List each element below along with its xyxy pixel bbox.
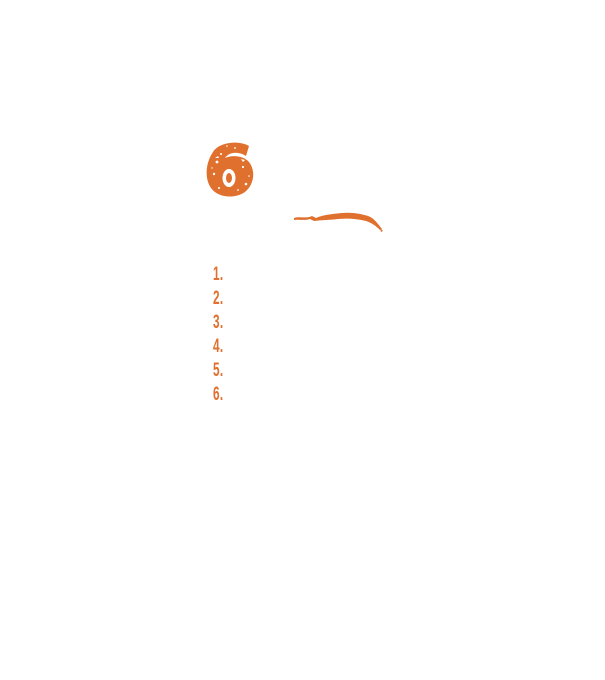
numbered-list: 1. 2. 3. 4. 5. 6. — [213, 263, 230, 407]
list-item: 1. — [213, 263, 230, 287]
list-item: 5. — [213, 359, 230, 383]
number-six-badge-icon — [205, 140, 255, 200]
list-item: 4. — [213, 335, 230, 359]
list-item-number: 3. — [213, 312, 224, 333]
list-item-number: 2. — [213, 288, 224, 309]
list-item-number: 1. — [213, 264, 224, 285]
list-item: 6. — [213, 383, 230, 407]
list-item: 2. — [213, 287, 230, 311]
list-item-number: 4. — [213, 336, 224, 357]
list-item: 3. — [213, 311, 230, 335]
list-item-number: 5. — [213, 360, 224, 381]
list-item-number: 6. — [213, 384, 224, 405]
swash-divider-icon — [292, 206, 386, 236]
